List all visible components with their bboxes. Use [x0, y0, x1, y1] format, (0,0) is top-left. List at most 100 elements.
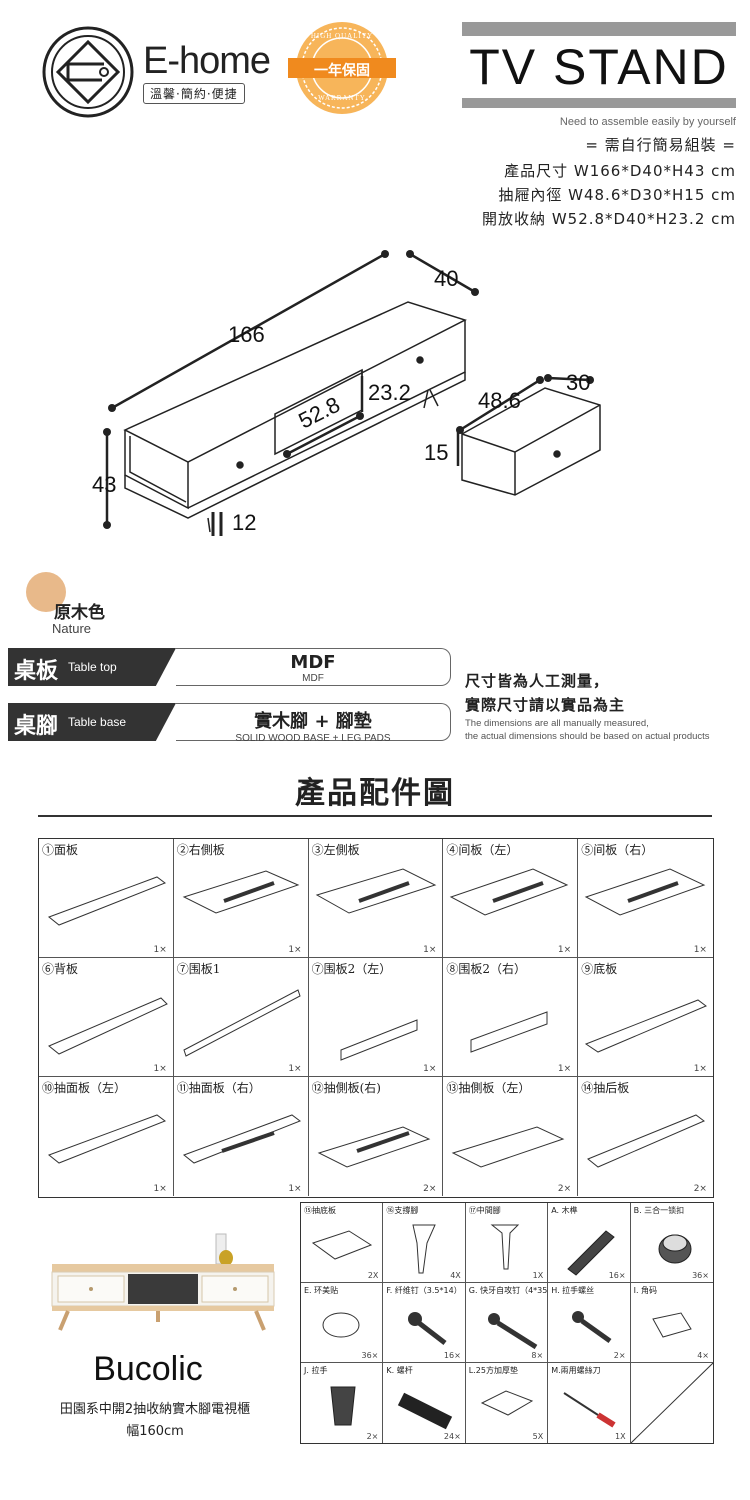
hardware-cell: M.兩用螺絲刀 1X	[548, 1363, 631, 1443]
part-qty: 1×	[288, 1184, 302, 1194]
part-cell: ⑫抽側板(右)2×	[309, 1077, 444, 1196]
hardware-qty: 16×	[608, 1271, 626, 1280]
part-label: ④间板（左）	[446, 843, 519, 857]
part-drawing-icon	[450, 868, 569, 916]
material-tag-base: 桌腳 Table base	[8, 703, 176, 741]
hardware-qty: 5X	[532, 1432, 544, 1441]
parts-title: 產品配件圖	[295, 776, 455, 811]
part-drawing-icon	[585, 999, 708, 1053]
part-cell: ①面板 1×	[39, 839, 174, 958]
hardware-qty: 16×	[443, 1351, 461, 1360]
hardware-drawing-icon	[572, 1311, 612, 1344]
hardware-label: H. 拉手螺丝	[551, 1286, 595, 1295]
part-cell: ⑬抽側板（左）2×	[443, 1077, 579, 1196]
part-label: ⑪抽面板（右）	[176, 1081, 261, 1095]
part-drawing-icon	[452, 1126, 565, 1168]
part-qty: 1×	[153, 945, 167, 955]
material-top-zh: 桌板	[14, 659, 59, 684]
part-label: ①面板	[42, 843, 79, 857]
hardware-qty: 2X	[367, 1271, 379, 1280]
part-drawing-icon	[47, 1114, 167, 1164]
hardware-label: I. 角码	[633, 1286, 658, 1295]
dim-width: 166	[228, 322, 265, 347]
material-top-sub: MDF	[302, 673, 324, 684]
part-label: ③左側板	[311, 843, 360, 857]
spec-drawer: 抽屜內徑 W48.6*D30*H15 cm	[498, 186, 736, 204]
brand-tagline: 溫馨·簡約·便捷	[143, 83, 245, 104]
part-drawing-icon	[182, 870, 300, 914]
part-cell: ⑪抽面板（右） 1×	[174, 1077, 309, 1196]
hardware-drawing-icon	[490, 1224, 520, 1270]
page-title: TV STAND	[469, 39, 729, 95]
part-qty: 1×	[557, 1064, 572, 1074]
hardware-qty: 24×	[443, 1432, 461, 1441]
hardware-blank-cell	[630, 1363, 713, 1443]
part-drawing-icon	[47, 876, 167, 926]
dim-drawer-width: 48.6	[478, 388, 521, 413]
material-box-base: 實木腳 + 腳墊 SOLID WOOD BASE + LEG PADS	[176, 703, 451, 744]
hardware-drawing-icon	[651, 1312, 692, 1338]
part-cell: ⑧围板2（右） 1×	[443, 958, 579, 1077]
part-label: ⑤间板（右）	[581, 843, 654, 857]
part-qty: 1×	[153, 1184, 167, 1194]
part-qty: 1×	[153, 1064, 167, 1074]
hardware-drawing-icon	[480, 1390, 533, 1416]
hardware-qty: 2×	[366, 1432, 379, 1441]
dim-drawer-depth: 30	[566, 370, 591, 395]
hardware-label: M.兩用螺絲刀	[551, 1366, 601, 1375]
brand-logo-icon	[40, 24, 136, 120]
hardware-qty: 4×	[697, 1351, 709, 1360]
color-name-en: Nature	[52, 621, 92, 636]
note-en1: The dimensions are all manually measured…	[465, 718, 649, 729]
part-label: ⑧围板2（右）	[446, 962, 527, 976]
material-top-en: Table top	[68, 660, 117, 674]
hardware-cell: F. 纤维钉（3.5*14）16×	[383, 1283, 466, 1363]
hardware-label: B. 三合一锁扣	[633, 1206, 685, 1215]
part-qty: 1×	[557, 945, 572, 955]
dim-leg: 12	[232, 510, 257, 535]
title-bar-top	[462, 22, 736, 36]
hardware-qty: 8×	[531, 1351, 544, 1360]
material-top-main: MDF	[290, 652, 336, 673]
material-base-zh: 桌腳	[14, 714, 59, 739]
note-line1: 尺寸皆為人工測量，	[465, 672, 610, 690]
part-drawing-icon	[48, 997, 168, 1055]
material-base-main: 實木腳 + 腳墊	[254, 711, 372, 732]
title-box: TV STAND	[462, 22, 736, 108]
part-drawing-icon	[317, 1126, 430, 1168]
hardware-cell: ⑮抽底板 2X	[301, 1203, 384, 1283]
part-qty: 1×	[288, 945, 302, 955]
product-thumbnail	[51, 1233, 275, 1331]
hardware-label: L.25方加厚垫	[468, 1366, 518, 1375]
note-en2: the actual dimensions should be based on…	[465, 731, 710, 742]
dim-height: 43	[92, 472, 117, 497]
material-base-en: Table base	[68, 715, 127, 729]
hardware-drawing-icon	[398, 1392, 453, 1430]
part-qty: 1×	[423, 945, 437, 955]
dim-depth: 40	[434, 266, 459, 291]
hardware-qty: 36×	[361, 1351, 379, 1360]
spec-open: 開放收納 W52.8*D40*H23.2 cm	[482, 210, 736, 228]
product-width: 幅160cm	[126, 1424, 184, 1439]
part-label: ⑬抽側板（左）	[446, 1081, 531, 1095]
part-label: ⑦围板1	[176, 962, 221, 976]
part-qty: 2×	[423, 1184, 437, 1194]
part-drawing-icon	[470, 1011, 548, 1053]
hardware-qty: 1X	[615, 1432, 626, 1441]
spec-size: 產品尺寸 W166*D40*H43 cm	[504, 162, 736, 180]
note-line2: 實際尺寸請以實品為主	[465, 696, 626, 714]
part-drawing-icon	[340, 1019, 418, 1061]
hardware-label: ⑮抽底板	[304, 1206, 336, 1215]
part-qty: 1×	[423, 1064, 437, 1074]
part-qty: 1×	[693, 945, 707, 955]
assemble-zh: = 需自行簡易組裝 =	[585, 136, 736, 154]
hardware-cell: I. 角码 4×	[630, 1283, 713, 1363]
badge-center-text: 一年保固	[314, 63, 370, 79]
